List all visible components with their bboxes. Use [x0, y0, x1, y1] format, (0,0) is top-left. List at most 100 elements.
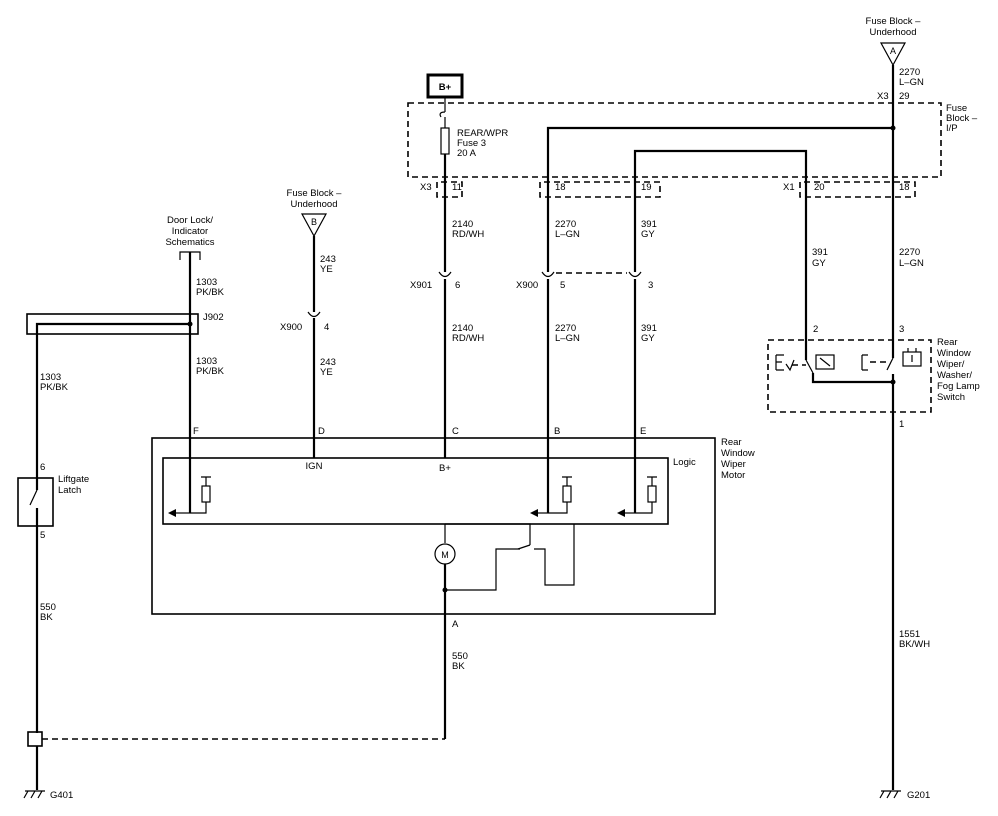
fuse-b-triangle-icon [300, 213, 328, 238]
park-switch-return [445, 548, 520, 591]
wiper-motor: Rear Window Wiper Motor F D C B E Logic … [151, 426, 755, 733]
wire-2140-a-color: RD/WH [452, 229, 484, 240]
x901-label: X901 [410, 280, 432, 291]
conn-box-11 [436, 181, 463, 198]
wire-1551-color: BK/WH [899, 639, 930, 650]
switch-label-2: Window [937, 348, 971, 359]
latch-label-1: Liftgate [58, 474, 89, 485]
x900a-label: X900 [516, 280, 538, 291]
wire-1303-b-color: PK/BK [196, 366, 225, 377]
fuse-block-underhood-b: Fuse Block – Underhood B [287, 188, 343, 238]
fuse-block-ip-outline [407, 102, 942, 178]
input-e-resistor-icon [647, 485, 657, 503]
bplus-label: B+ [439, 82, 452, 93]
input-f-arrow-icon [168, 509, 176, 517]
fuse-ip-label-2: Block – [946, 113, 978, 124]
connector-x900-a: X900 5 3 [516, 271, 653, 291]
splice-j902: J902 [26, 312, 224, 335]
x900b-connector-icon [307, 311, 321, 318]
ground-eyelet-g401 [27, 731, 43, 747]
input-b-arrow-icon [530, 509, 538, 517]
wire-2140-b: 2140 [452, 323, 473, 334]
wire-2270-top-num: 2270 [899, 67, 920, 78]
switch-pin-3: 3 [899, 324, 904, 335]
switch-pin-2: 2 [813, 324, 818, 335]
ground-g401-label: G401 [50, 790, 73, 801]
fuse-a-pin: A [890, 46, 896, 56]
motor-m-label: M [441, 550, 449, 560]
wire-391-b-color: GY [812, 258, 826, 269]
latch-switch-icon [29, 489, 38, 506]
j902-bar [35, 322, 190, 334]
logic-label: Logic [673, 457, 696, 468]
switch-label-5: Fog Lamp [937, 381, 980, 392]
input-f-resistor-icon [201, 485, 211, 503]
wire-2270-a-color: L–GN [555, 229, 580, 240]
x901-pin: 6 [455, 280, 460, 291]
j902-label: J902 [203, 312, 224, 323]
motor-pin-d: D [318, 426, 325, 437]
wire-391-a-color: GY [641, 229, 655, 240]
rear-wiper-switch: Rear Window Wiper/ Washer/ Fog Lamp Swit… [767, 324, 980, 430]
latch-pin-6: 6 [40, 462, 45, 473]
logic-input-b [530, 476, 572, 517]
switch-label-6: Switch [937, 392, 965, 403]
ground-g401-icon [23, 790, 45, 799]
fuse-a-triangle-icon [879, 42, 907, 67]
motor-pin-a: A [452, 619, 459, 630]
switch-label-1: Rear [937, 337, 958, 348]
park-switch-icon [517, 544, 531, 550]
x900b-label: X900 [280, 322, 302, 333]
pin-20: 20 [814, 182, 825, 193]
wire-2270-c-color: L–GN [555, 333, 580, 344]
fuse-b-label-1: Fuse Block – [287, 188, 343, 199]
doorlock-label-3: Schematics [165, 237, 214, 248]
wiper-symbol-blade [819, 357, 831, 367]
washer-symbol-icon [902, 351, 922, 367]
wire-1303-c-color: PK/BK [40, 382, 69, 393]
input-b-resistor-icon [562, 485, 572, 503]
j902-dot [187, 321, 193, 327]
wire-2270-top-color: L–GN [899, 77, 924, 88]
fuse-block-underhood-a: Fuse Block – Underhood A [866, 16, 921, 67]
pin-19: 19 [641, 182, 652, 193]
switch-washer-contact-icon [886, 357, 894, 371]
x900b-pin: 4 [324, 322, 329, 333]
battery-source: B+ [426, 73, 464, 99]
j902-outline [26, 313, 199, 335]
input-e-arrow-icon [617, 509, 625, 517]
fuse-3-icon [440, 127, 450, 155]
wire-2270-a: 2270 [555, 219, 576, 230]
input-b-lead [548, 502, 568, 514]
fuse-label-3: 20 A [457, 148, 477, 159]
switch-label-3: Wiper/ [937, 359, 965, 370]
motor-pin-b: B [554, 426, 560, 437]
fuse-b-label-2: Underhood [290, 199, 337, 210]
wire-1303-c: 1303 [40, 372, 61, 383]
wire-550-a: 550 [40, 602, 56, 613]
liftgate-latch: Liftgate Latch 6 5 [17, 462, 89, 541]
wire-391-loop [633, 149, 808, 340]
wire-391-b: 391 [812, 247, 828, 258]
x900a-pin-5: 5 [560, 280, 565, 291]
latch-outline [17, 477, 54, 527]
wire-1303-a: 1303 [196, 277, 217, 288]
wire-243-a: 243 [320, 254, 336, 265]
switch-actuator-icon-1 [775, 354, 795, 372]
latch-pin-5: 5 [40, 530, 45, 541]
input-f-ref [201, 476, 211, 486]
logic-input-f [168, 476, 211, 517]
input-f-lead [190, 502, 207, 514]
motor-label-3: Wiper [721, 459, 746, 470]
wire-550-a-color: BK [40, 612, 53, 623]
wire-391-c: 391 [641, 323, 657, 334]
wire-243-b-color: YE [320, 367, 333, 378]
logic-ign: IGN [306, 461, 323, 472]
motor-pin-f: F [193, 426, 199, 437]
fuse-b-pin: B [311, 217, 317, 227]
wire-243-a-color: YE [320, 264, 333, 275]
motor-label-1: Rear [721, 437, 742, 448]
wire-2270-b-color: L–GN [899, 258, 924, 269]
connector-x901: X901 6 [410, 271, 460, 291]
